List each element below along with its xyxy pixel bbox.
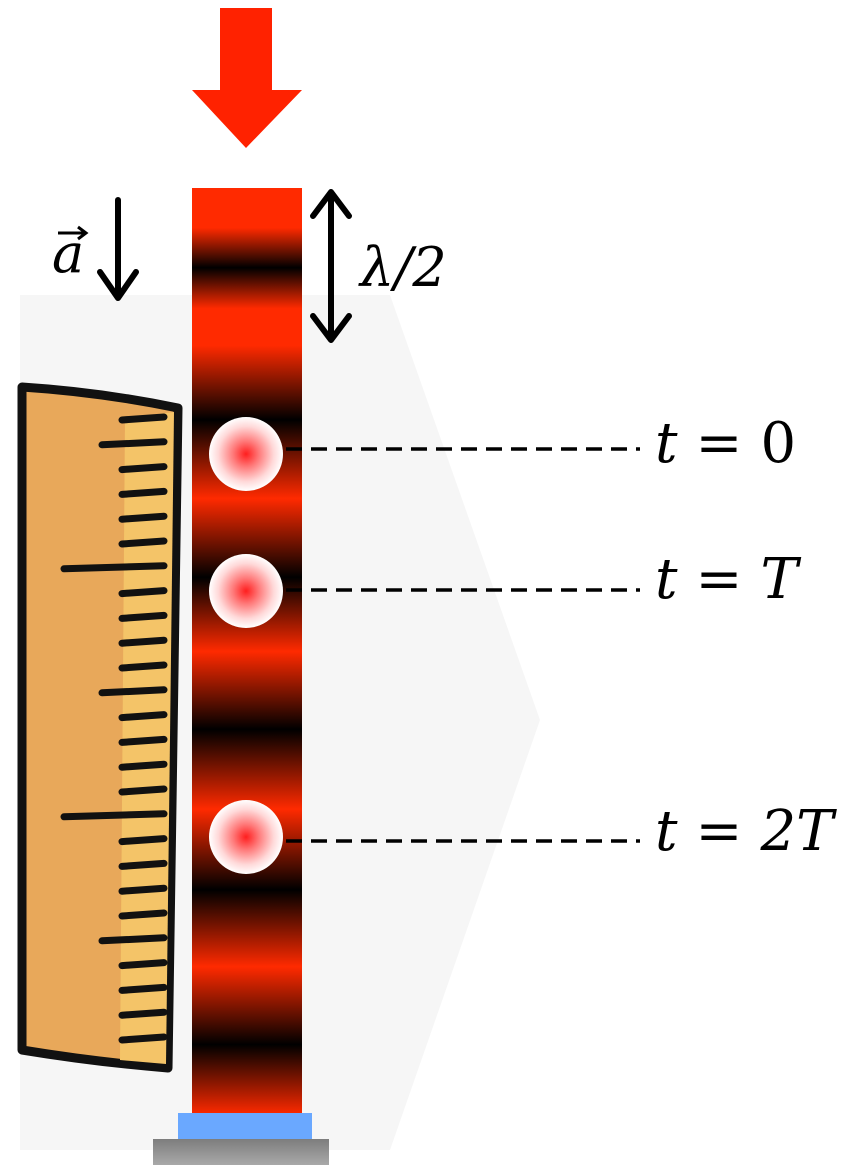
half-wavelength-label: λ/2 bbox=[358, 236, 447, 299]
half-wavelength-arrow-icon bbox=[310, 189, 352, 343]
ruler-tick bbox=[118, 463, 168, 474]
atom-t2T bbox=[209, 800, 283, 874]
ruler-tick bbox=[118, 959, 168, 970]
ruler-tick bbox=[118, 512, 168, 523]
laser-arrow-icon bbox=[192, 8, 302, 148]
mirror-base bbox=[153, 1139, 329, 1165]
ruler-tick bbox=[118, 636, 168, 647]
ruler-tick bbox=[118, 835, 168, 846]
ruler-tick bbox=[118, 711, 168, 722]
ruler-tick bbox=[98, 438, 168, 449]
atom-tT bbox=[209, 554, 283, 628]
ruler-tick bbox=[60, 562, 168, 573]
ruler-tick bbox=[118, 859, 168, 870]
ruler-icon bbox=[17, 382, 183, 1073]
ruler-tick bbox=[98, 686, 168, 697]
ruler-tick bbox=[118, 909, 168, 920]
ruler-tick bbox=[98, 934, 168, 945]
ruler-tick bbox=[60, 810, 168, 821]
ruler-tick bbox=[118, 760, 168, 771]
ruler-tick bbox=[118, 587, 168, 598]
mirror bbox=[178, 1113, 312, 1139]
ruler-tick bbox=[118, 983, 168, 994]
ruler-tick bbox=[118, 785, 168, 796]
acceleration-label: a bbox=[52, 222, 89, 285]
ruler-tick bbox=[118, 611, 168, 622]
svg-text:a: a bbox=[52, 222, 84, 285]
label-t0: t=0 bbox=[655, 411, 796, 476]
ruler-tick bbox=[118, 537, 168, 548]
acceleration-arrow-icon bbox=[97, 197, 139, 301]
standing-wave-beam bbox=[192, 188, 302, 1115]
ruler-tick bbox=[118, 487, 168, 498]
ruler-tick bbox=[118, 735, 168, 746]
ruler-tick bbox=[118, 413, 168, 424]
label-t2T: t=2T bbox=[655, 799, 837, 864]
atom-t0 bbox=[209, 417, 283, 491]
ruler-tick bbox=[118, 1033, 168, 1044]
ruler-tick bbox=[118, 884, 168, 895]
ruler-tick bbox=[118, 1008, 168, 1019]
label-tT: t=T bbox=[655, 547, 801, 612]
ruler-tick bbox=[118, 661, 168, 672]
